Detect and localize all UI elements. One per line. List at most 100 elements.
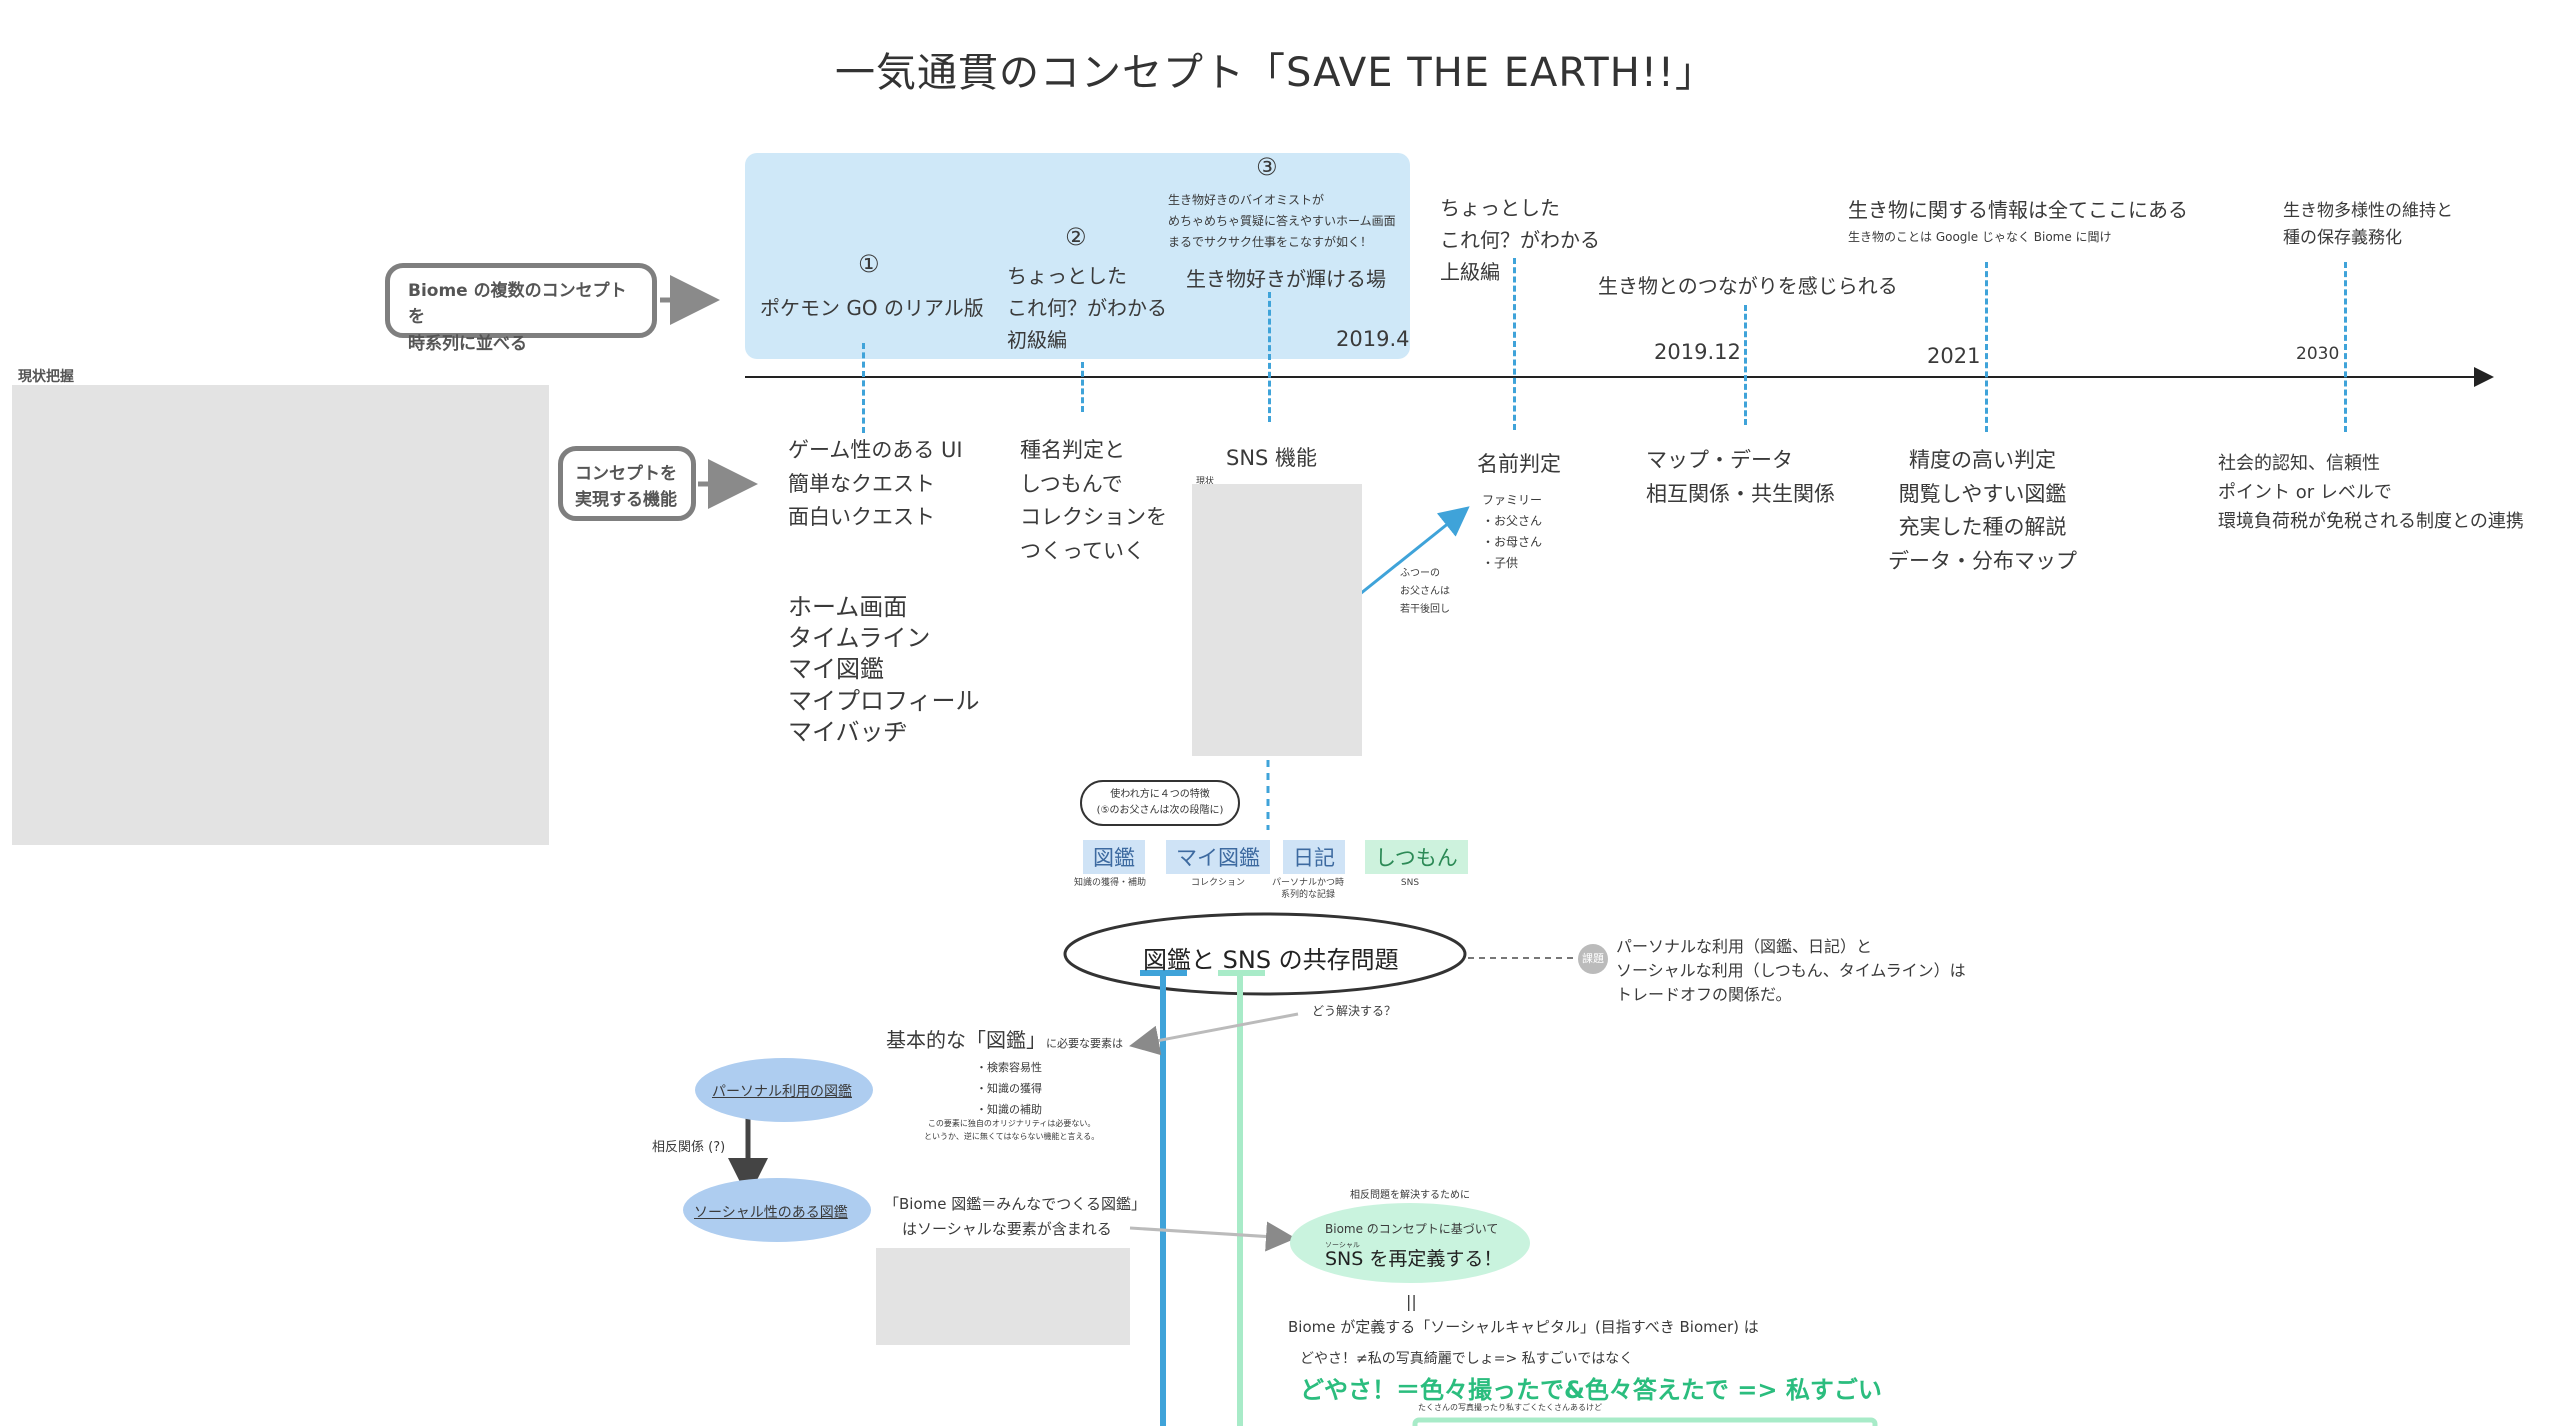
basic-item: ・知識の獲得	[976, 1081, 1042, 1095]
family-item: ・子供	[1482, 556, 1519, 570]
feature-6-list: 精度の高い判定 閲覧しやすい図鑑 充実した種の解説 データ・分布マップ	[1888, 444, 2077, 578]
basic-item: ・検索容易性	[976, 1061, 1042, 1074]
phase-4-line: これ何？がわかる	[1440, 228, 1600, 252]
basic-zukan-title: 基本的な「図鑑」に必要な要素は	[886, 1024, 1123, 1053]
phase-2-line: これ何？がわかる	[1007, 296, 1167, 320]
screen-item: マイ図鑑	[788, 655, 884, 684]
family-item: ・お母さん	[1482, 535, 1543, 549]
family-item: ファミリー	[1482, 493, 1543, 507]
feature-5-item: マップ・データ	[1646, 448, 1793, 472]
phase-7-year: 2030	[2296, 344, 2340, 364]
resolve-small: 相反問題を解決するために	[1350, 1190, 1470, 1201]
biome-zukan-text: 「Biome 図鑑＝みんなでつくる図鑑」 はソーシャルな要素が含まれる	[884, 1192, 1146, 1242]
feature-5-item: 相互関係・共生関係	[1646, 481, 1835, 506]
basic-zukan-title-small: に必要な要素は	[1046, 1037, 1123, 1050]
phase-4-line: ちょっとした	[1440, 196, 1560, 220]
current-state-label: 現状把握	[18, 369, 74, 385]
phase-2-number: ②	[1065, 223, 1087, 251]
feature-2-item: コレクションを	[1020, 505, 1167, 530]
family-note-line: ふつーの	[1400, 568, 1440, 579]
phase-2-line: ちょっとした	[1007, 264, 1127, 288]
phase-7-line: 生き物多様性の維持と	[2283, 201, 2453, 221]
capital-line-2: どやさ！＝色々撮ったで&色々答えたで => 私すごい	[1300, 1376, 1882, 1404]
phase-5-year: 2019.12	[1654, 340, 1741, 364]
feature-6-item: 精度の高い判定	[1909, 448, 2056, 472]
feature-7-item: 環境負荷税が免税される制度との連携	[2218, 510, 2524, 532]
feature-4-small: ファミリー ・お父さん ・お母さん ・子供	[1482, 490, 1542, 574]
phase-5-connector	[1744, 305, 1747, 425]
feature-3-label: 現状	[1196, 477, 1215, 487]
capital-tiny: たくさんの写真撮ったり私すごくたくさんあるけど	[1418, 1403, 1602, 1412]
screen-item: ホーム画面	[788, 593, 908, 621]
tag-my-zukan: マイ図鑑	[1166, 840, 1270, 874]
basic-zukan-items: ・検索容易性 ・知識の獲得 ・知識の補助	[976, 1058, 1042, 1121]
basic-zukan-note: この要素に独自のオリジナリティは必要ない。 というか、逆に無くてはならない機能と…	[924, 1118, 1099, 1144]
family-note-line: お父さんは	[1400, 586, 1450, 597]
phase-7-connector	[2344, 262, 2347, 432]
solve-arrow	[1129, 1012, 1299, 1056]
feature-4-note: ふつーの お父さんは 若干後回し	[1400, 565, 1450, 619]
phase-4-text: ちょっとした これ何？がわかる 上級編	[1440, 192, 1600, 288]
social-zukan-bubble	[683, 1178, 871, 1242]
capital-line-1: どやさ！≠私の写真綺麗でしょ=> 私すごいではなく	[1300, 1351, 1634, 1367]
resolve-arrow	[1129, 1221, 1296, 1252]
feature-7-item: 社会的認知、信頼性	[2218, 453, 2380, 474]
feature-4-title: 名前判定	[1477, 452, 1561, 476]
phase-3-text: 生き物好きが輝ける場	[1186, 267, 1386, 291]
feature-7-list: 社会的認知、信頼性 ポイント or レベルで 環境負荷税が免税される制度との連携	[2218, 450, 2524, 536]
capital-box	[1412, 1417, 1878, 1426]
usage-bubble-line: 使われ方に４つの特徴	[1110, 789, 1210, 800]
phase-3-small-line: めちゃめちゃ質疑に答えやすいホーム画面	[1168, 214, 1396, 228]
capital-equals: ||	[1406, 1292, 1417, 1311]
phase-3-small-line: まるでサクサク仕事をこなすが如く！	[1168, 235, 1373, 249]
phase-3-connector	[1268, 292, 1271, 422]
concepts-note-box: Biome の複数のコンセプトを 時系列に並べる	[385, 263, 657, 354]
phase-7-line: 種の保存義務化	[2283, 228, 2402, 249]
resolve-bubble	[1290, 1203, 1530, 1283]
issue-line: トレードオフの関係だ。	[1616, 985, 1792, 1004]
problem-title: 図鑑と SNS の共存問題	[1143, 946, 1399, 974]
feature-6-item: 閲覧しやすい図鑑	[1898, 481, 2067, 506]
tag-diary-sub: パーソナルかつ時系列的な記録	[1271, 878, 1344, 900]
features-note-box: コンセプトを 実現する機能	[558, 446, 696, 521]
how-to-solve: どう解決する？	[1312, 1004, 1397, 1018]
basic-note-line: この要素に独自のオリジナリティは必要ない。	[927, 1119, 1096, 1128]
phase-2-connector	[1081, 362, 1084, 412]
feature-1-item: ゲーム性のある UI	[788, 438, 963, 462]
phase-4-connector	[1513, 258, 1516, 430]
personal-zukan-bubble	[695, 1058, 873, 1122]
feature-1-item: 簡単なクエスト	[788, 471, 935, 496]
phase-2-text: ちょっとした これ何？がわかる 初級編	[1007, 260, 1167, 356]
phase-1-number: ①	[858, 250, 880, 278]
usage-bubble: 使われ方に４つの特徴 (⑤のお父さんは次の段階に)	[1080, 780, 1240, 826]
capital-title: Biome が定義する「ソーシャルキャピタル」(目指すべき Biomer) は	[1288, 1318, 1759, 1336]
screen-item: タイムライン	[788, 624, 931, 653]
features-note-line: コンセプトを	[575, 464, 677, 484]
social-zukan-label: ソーシャル性のある図鑑	[694, 1205, 848, 1221]
phase-1-connector	[862, 343, 865, 433]
phase-3-number: ③	[1256, 153, 1278, 181]
screen-item: マイプロフィール	[788, 686, 980, 715]
usage-bubble-line: (⑤のお父さんは次の段階に)	[1096, 805, 1224, 816]
resolve-line-1: Biome のコンセプトに基づいて	[1325, 1222, 1499, 1236]
phase-1-3-highlight	[745, 153, 1410, 359]
tag-my-zukan-sub: コレクション	[1190, 878, 1245, 888]
tag-zukan: 図鑑	[1083, 840, 1145, 874]
family-note-line: 若干後回し	[1400, 604, 1450, 615]
issue-badge: 課題	[1578, 944, 1608, 974]
personal-zukan-label: パーソナル利用の図鑑	[712, 1084, 852, 1100]
phase-5-text: 生き物とのつながりを感じられる	[1598, 274, 1898, 298]
feature-1-item: 面白いクエスト	[788, 505, 935, 530]
tag-question: しつもん	[1365, 840, 1468, 874]
concepts-note-line: 時系列に並べる	[408, 333, 527, 354]
phase-3-year: 2019.4	[1336, 327, 1410, 351]
tag-zukan-sub: 知識の獲得・補助	[1073, 878, 1146, 888]
issue-line: ソーシャルな利用（しつもん、タイムライン）は	[1616, 961, 1966, 980]
concepts-note-line: Biome の複数のコンセプトを	[408, 281, 627, 328]
resolve-ruby: ソーシャル	[1325, 1241, 1360, 1249]
phase-6-text: 生き物に関する情報は全てここにある	[1848, 198, 2188, 222]
feature-6-item: 充実した種の解説	[1898, 515, 2067, 540]
sns-screenshot	[1192, 484, 1362, 756]
feature-2-item: しつもんで	[1020, 471, 1123, 496]
phase-3-small-line: 生き物好きのバイオミストが	[1168, 193, 1325, 207]
